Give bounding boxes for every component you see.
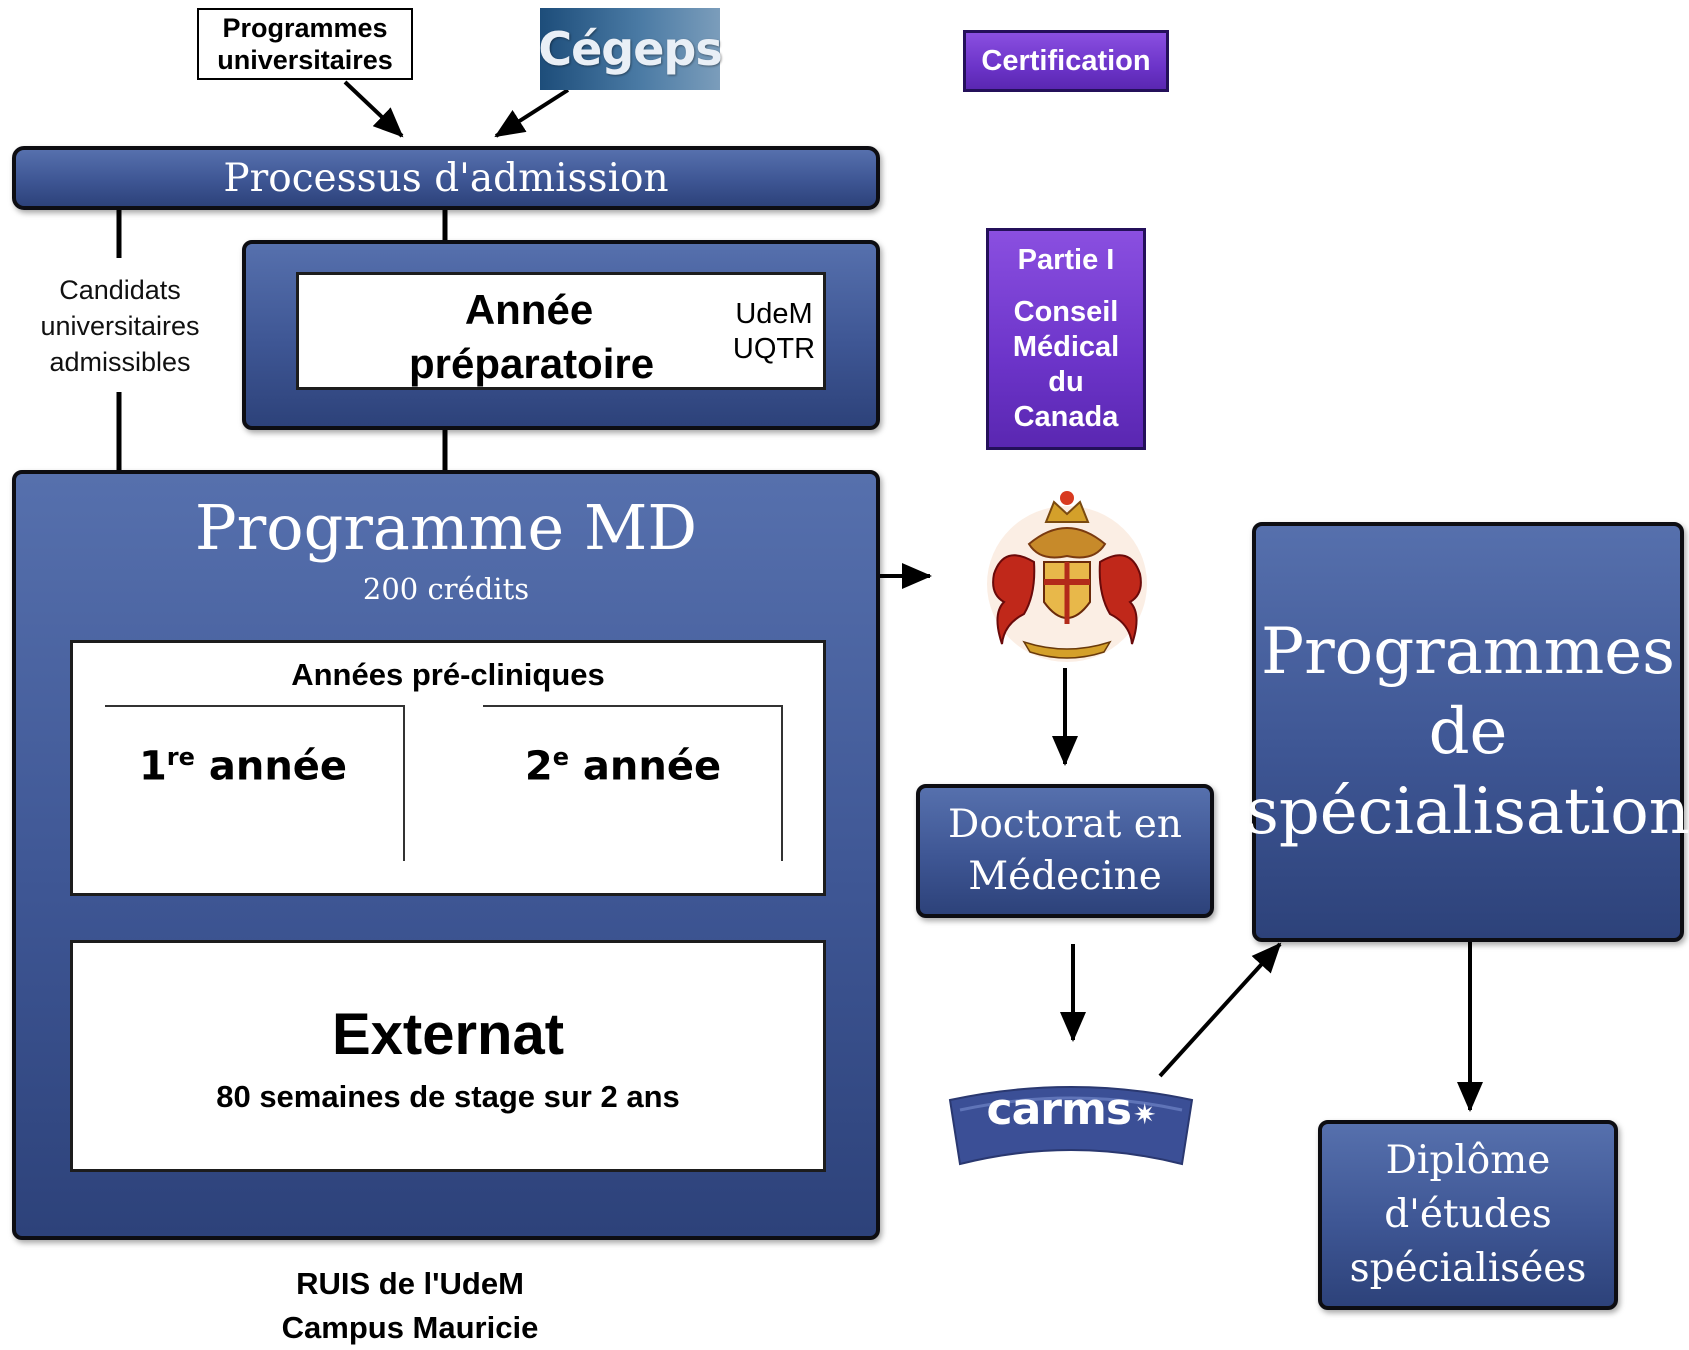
arrow-programs-to-admission bbox=[343, 80, 404, 138]
doctorate-box: Doctorat en Médecine bbox=[916, 784, 1214, 918]
candidates-line-2: universitaires bbox=[40, 311, 200, 341]
doctorate-line-1: Doctorat en bbox=[948, 802, 1182, 847]
school-udem: UdeM bbox=[735, 298, 813, 330]
ruis-line-1: RUIS de l'UdeM bbox=[296, 1266, 524, 1301]
year1-suffix: re bbox=[166, 743, 195, 771]
prep-year-box: Année préparatoire UdeM UQTR bbox=[296, 272, 826, 390]
diploma-line-3: spécialisées bbox=[1349, 1246, 1587, 1291]
prep-year-line-2: préparatoire bbox=[409, 340, 655, 387]
admission-label: Processus d'admission bbox=[223, 155, 669, 201]
maple-leaf-icon: ✷ bbox=[1133, 1098, 1156, 1131]
externship-title: Externat bbox=[331, 1002, 565, 1067]
candidates-note: Candidats universitaires admissibles bbox=[20, 272, 220, 380]
candidates-line-1: Candidats bbox=[59, 275, 181, 305]
carms-logo: carms✷ bbox=[946, 1070, 1196, 1170]
ruis-caption: RUIS de l'UdeM Campus Mauricie bbox=[210, 1262, 610, 1350]
diploma-box: Diplôme d'études spécialisées bbox=[1318, 1120, 1618, 1310]
certification-badge: Certification bbox=[963, 30, 1169, 92]
specialization-line-1: Programmes bbox=[1261, 615, 1675, 689]
mcc-line-5: Canada bbox=[1013, 401, 1119, 433]
mcc-line-4: du bbox=[1048, 366, 1084, 398]
school-uqtr: UQTR bbox=[732, 333, 816, 365]
certification-label: Certification bbox=[981, 44, 1151, 77]
externship-box: Externat 80 semaines de stage sur 2 ans bbox=[70, 940, 826, 1172]
year1-label: 1re année bbox=[113, 743, 373, 789]
carms-ribbon bbox=[948, 1086, 1194, 1166]
arrow-carms-to-specialization bbox=[1158, 942, 1282, 1078]
admission-bar: Processus d'admission bbox=[12, 146, 880, 210]
doctorate-line-2: Médecine bbox=[968, 854, 1162, 899]
university-programs-label: Programmes universitaires bbox=[217, 13, 393, 75]
mcc-line-2: Conseil bbox=[1013, 296, 1119, 328]
md-program-title: Programme MD bbox=[194, 491, 698, 564]
coat-of-arms-icon bbox=[987, 491, 1147, 662]
specialization-box: Programmes de spécialisation bbox=[1246, 522, 1689, 942]
year2-suffix: e bbox=[552, 743, 569, 771]
mcc-line-3: Médical bbox=[1012, 331, 1120, 363]
diploma-line-2: d'études bbox=[1384, 1192, 1552, 1237]
arrow-cegeps-to-admission bbox=[494, 88, 570, 138]
year2-word: année bbox=[582, 743, 722, 790]
preclinical-box: Années pré-cliniques 1re année 2e année bbox=[70, 640, 826, 896]
md-program-credits: 200 crédits bbox=[362, 572, 530, 606]
year2-label: 2e année bbox=[493, 743, 753, 789]
diploma-line-1: Diplôme bbox=[1385, 1138, 1551, 1183]
externship-subtitle: 80 semaines de stage sur 2 ans bbox=[216, 1079, 680, 1114]
year1-number: 1 bbox=[138, 743, 167, 790]
carms-label: carms✷ bbox=[946, 1084, 1196, 1135]
year2-number: 2 bbox=[524, 743, 553, 790]
ruis-line-2: Campus Mauricie bbox=[281, 1310, 539, 1345]
year2-bracket bbox=[483, 705, 783, 861]
prep-year-title: Année préparatoire bbox=[409, 283, 655, 391]
university-programs-box: Programmes universitaires bbox=[197, 8, 413, 80]
prep-year-schools: UdeM UQTR bbox=[729, 297, 819, 367]
carms-text: carms bbox=[986, 1084, 1133, 1135]
year1-bracket bbox=[105, 705, 405, 861]
md-program-container: Programme MD 200 crédits Années pré-clin… bbox=[12, 470, 880, 1240]
mcc-box: Partie I Conseil Médical du Canada bbox=[986, 228, 1146, 450]
year1-word: année bbox=[208, 743, 348, 790]
cegeps-logo-label: Cégeps bbox=[538, 22, 722, 76]
cegeps-logo: Cégeps bbox=[538, 8, 723, 90]
prep-year-container: Année préparatoire UdeM UQTR bbox=[242, 240, 880, 430]
prep-year-line-1: Année bbox=[464, 286, 594, 333]
specialization-line-2: de bbox=[1428, 695, 1508, 769]
candidates-line-3: admissibles bbox=[49, 347, 191, 377]
preclinical-title: Années pré-cliniques bbox=[291, 657, 605, 692]
mcc-line-1: Partie I bbox=[1017, 244, 1115, 276]
specialization-line-3: spécialisation bbox=[1245, 775, 1689, 849]
